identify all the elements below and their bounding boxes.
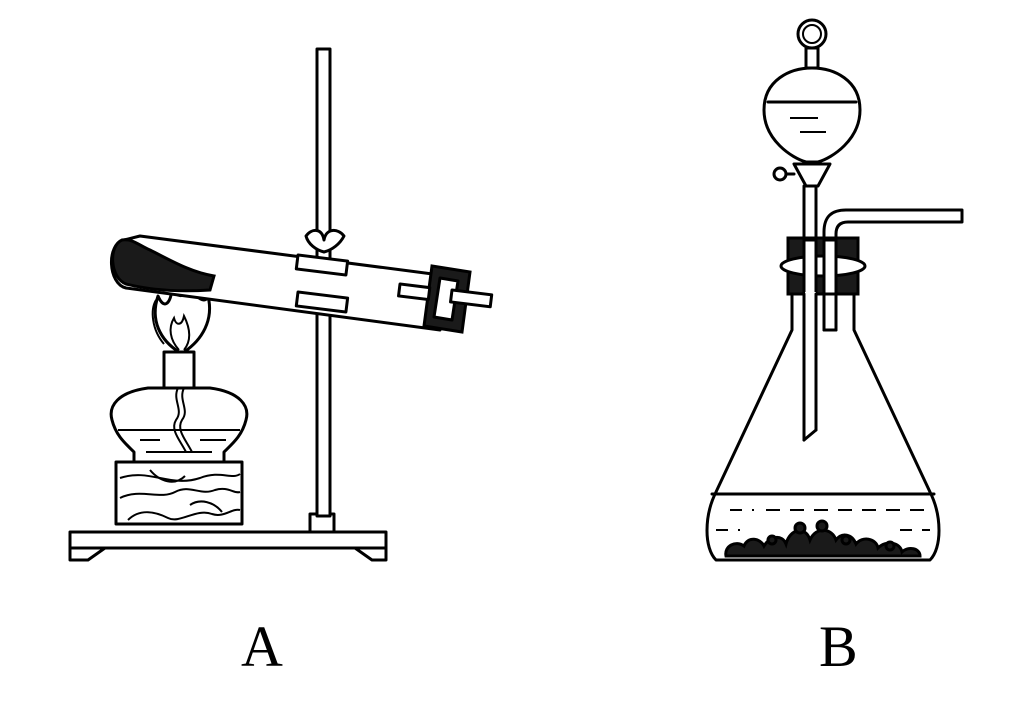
solid-granules — [724, 519, 922, 558]
erlenmeyer-flask — [705, 292, 941, 562]
clamp — [294, 229, 350, 314]
apparatus-b-gas-generator — [705, 18, 964, 562]
iron-stand-base — [68, 512, 388, 562]
delivery-tube — [822, 208, 964, 332]
alcohol-lamp — [109, 350, 249, 464]
label-apparatus-b: B — [819, 614, 858, 679]
wooden-block — [114, 460, 244, 526]
flask-stopper — [779, 236, 867, 296]
test-tube — [110, 234, 450, 332]
tube-stopper — [397, 264, 494, 334]
apparatus-a-heating-setup — [68, 47, 494, 562]
label-apparatus-a: A — [241, 614, 283, 679]
